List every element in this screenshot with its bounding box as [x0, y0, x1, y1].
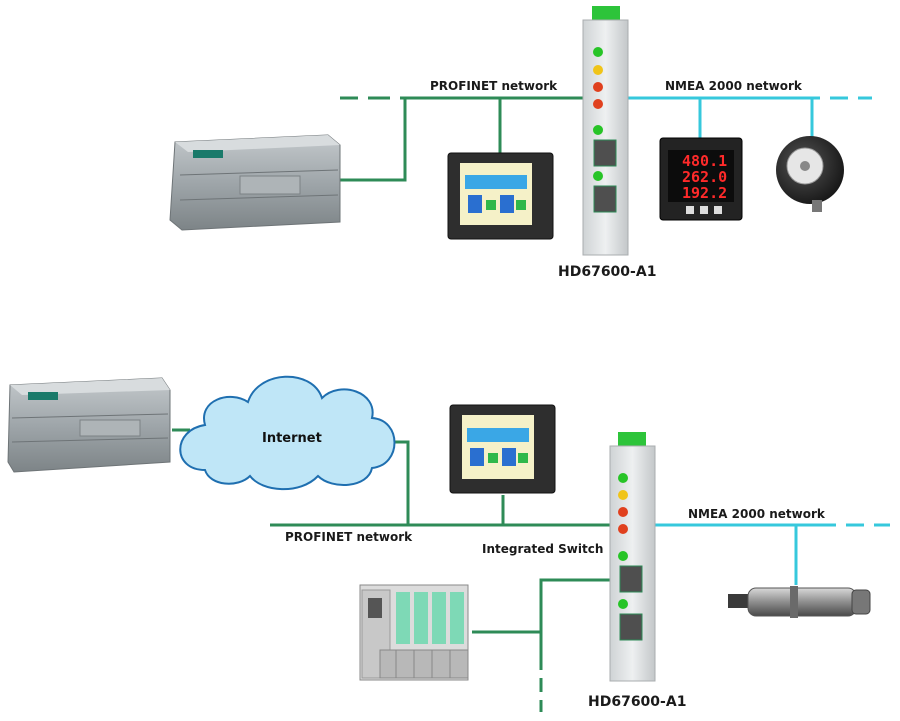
bottom-profinet-line	[172, 428, 612, 712]
hmi-panel-icon	[449, 404, 556, 494]
plc-icon	[7, 377, 171, 473]
sensor-icon	[728, 586, 871, 618]
top-gateway-label: HD67600-A1	[558, 264, 656, 280]
integrated-switch-label: Integrated Switch	[482, 542, 603, 556]
plc-icon	[169, 134, 341, 231]
io-module-icon	[359, 584, 469, 681]
meter-reading-3: 192.2	[682, 184, 727, 202]
bottom-diagram: PROFINET network Integrated Switch NMEA …	[7, 375, 890, 712]
top-diagram: PROFINET network NMEA 2000 network	[169, 6, 872, 280]
top-profinet-label: PROFINET network	[430, 79, 558, 93]
bottom-profinet-label: PROFINET network	[285, 530, 413, 544]
top-nmea-line	[628, 96, 872, 138]
encoder-icon	[776, 136, 844, 212]
cloud-icon	[179, 375, 396, 491]
gateway-icon	[609, 432, 656, 682]
meter-reading-1: 480.1	[682, 152, 727, 170]
bottom-nmea-line	[655, 523, 890, 585]
gateway-icon	[582, 6, 629, 256]
top-profinet-line	[340, 96, 583, 182]
hmi-panel-icon	[447, 152, 554, 240]
power-meter-icon: 480.1 262.0 192.2	[659, 137, 743, 221]
meter-reading-2: 262.0	[682, 168, 727, 186]
bottom-nmea-label: NMEA 2000 network	[688, 507, 826, 521]
top-nmea-label: NMEA 2000 network	[665, 79, 803, 93]
bottom-gateway-label: HD67600-A1	[588, 694, 686, 710]
internet-label: Internet	[262, 431, 322, 446]
